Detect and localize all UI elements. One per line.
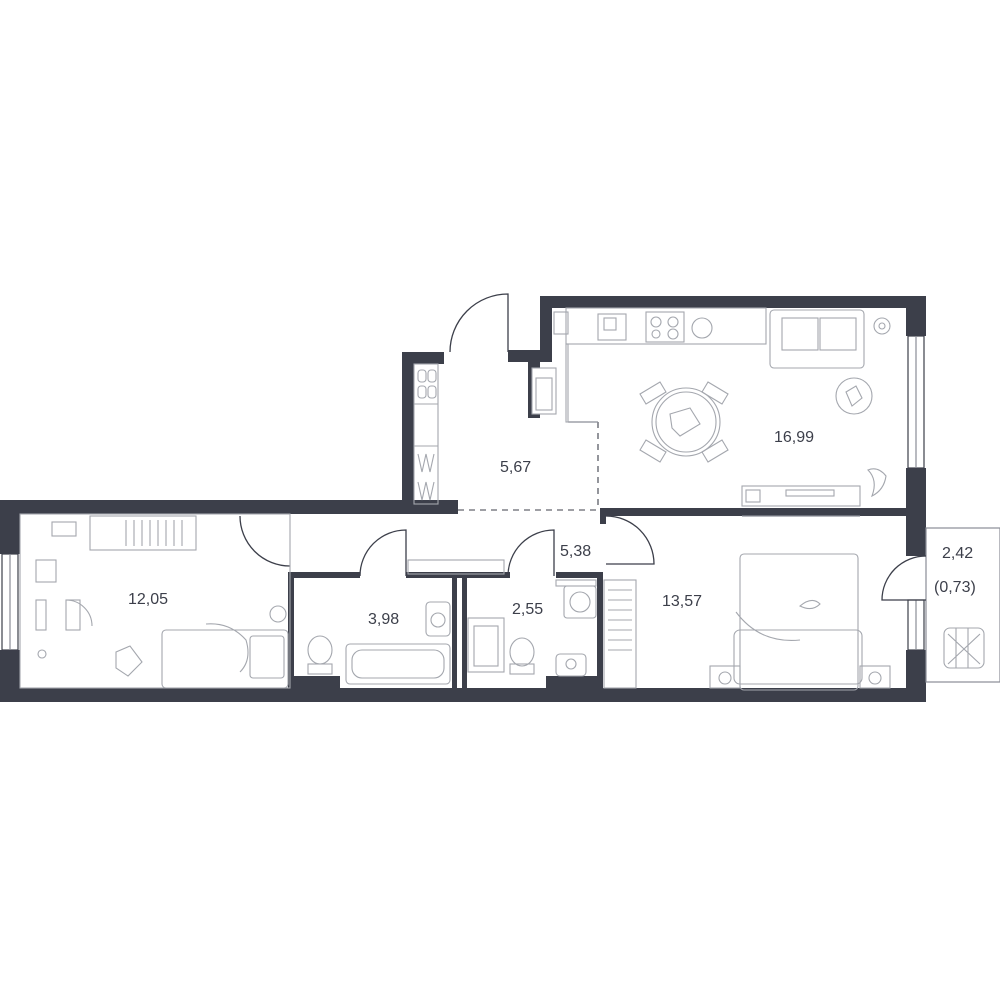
balcony [881, 527, 1000, 683]
area-bathroom: 3,98 [368, 611, 399, 628]
kitchen-furniture [531, 307, 891, 517]
right-bedroom-furniture [603, 553, 891, 691]
doors [239, 293, 655, 577]
toilet-furniture [467, 579, 597, 677]
hallway-furniture [413, 363, 439, 505]
area-bedroom-left: 12,05 [128, 591, 168, 608]
area-toilet: 2,55 [512, 601, 543, 618]
left-bedroom-furniture [19, 513, 291, 689]
windows [1, 335, 925, 651]
area-balcony: 2,42 [942, 545, 973, 562]
walls [0, 296, 926, 702]
area-kitchen-living: 16,99 [774, 429, 814, 446]
area-hallway: 5,67 [500, 459, 531, 476]
area-bedroom-right: 13,57 [662, 593, 702, 610]
area-labels: 16,99 5,67 5,38 12,05 3,98 2,55 13,57 2,… [128, 429, 976, 628]
bathroom-furniture [307, 559, 505, 685]
area-balcony-reduced: (0,73) [934, 579, 976, 596]
area-corridor: 5,38 [560, 543, 591, 560]
